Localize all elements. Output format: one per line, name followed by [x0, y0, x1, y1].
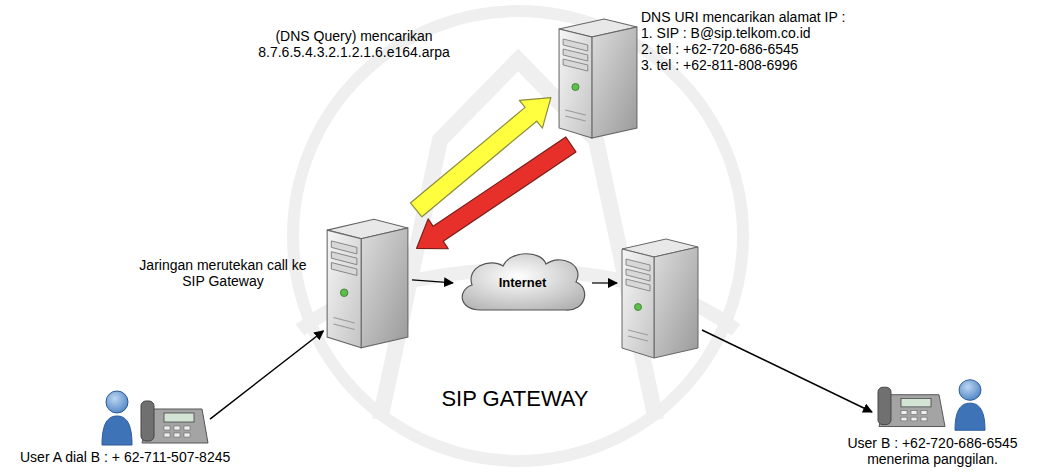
sip-server [622, 239, 698, 358]
text-group: User B : +62-720-686-6545 menerima pangg… [838, 436, 1028, 467]
diagram-title: SIP GATEWAY [400, 386, 630, 412]
server-icon [325, 215, 410, 350]
text-group: Jaringan merutekan call ke SIP Gateway [133, 257, 313, 289]
node-text: DNS URI mencarikan alamat IP : [641, 9, 845, 25]
server-icon [557, 15, 639, 140]
text-group: DNS URI mencarikan alamat IP :1. SIP : B… [641, 9, 845, 73]
node-text: 1. SIP : B@sip.telkom.co.id [641, 25, 845, 41]
query-arrow [410, 98, 550, 217]
call-line [412, 280, 453, 283]
call-line [210, 331, 323, 419]
userA-icon [100, 385, 210, 447]
node-text: User B : +62-720-686-6545 menerima pangg… [838, 436, 1028, 467]
dns-server: DNS URI mencarikan alamat IP :1. SIP : B… [557, 15, 639, 140]
arrow [592, 282, 617, 283]
node-text: 2. tel : +62-720-686-6545 [641, 41, 845, 57]
internet-cloud: Internet [455, 248, 590, 318]
node-text: 3. tel : +62-811-808-6996 [641, 57, 845, 73]
watermark [293, 11, 743, 461]
node-text: Internet [499, 275, 547, 291]
userB-icon [875, 376, 990, 434]
node-text: User A dial B : + 62-711-507-8245 [20, 449, 230, 465]
text-group: Internet [455, 248, 590, 318]
arrow [702, 330, 872, 412]
text-group: User A dial B : + 62-711-507-8245 [20, 449, 230, 465]
sip-gateway-server: Jaringan merutekan call ke SIP Gateway [325, 215, 410, 350]
query-label: (DNS Query) mencarikan [250, 28, 458, 44]
user-phone: User B : +62-720-686-6545 menerima pangg… [875, 376, 990, 434]
query-label: 8.7.6.5.4.3.2.1.2.1.6.e164.arpa [250, 44, 458, 60]
user-phone: User A dial B : + 62-711-507-8245 [100, 385, 210, 447]
node-text: Jaringan merutekan call ke SIP Gateway [133, 257, 313, 289]
query-arrow [417, 137, 576, 249]
